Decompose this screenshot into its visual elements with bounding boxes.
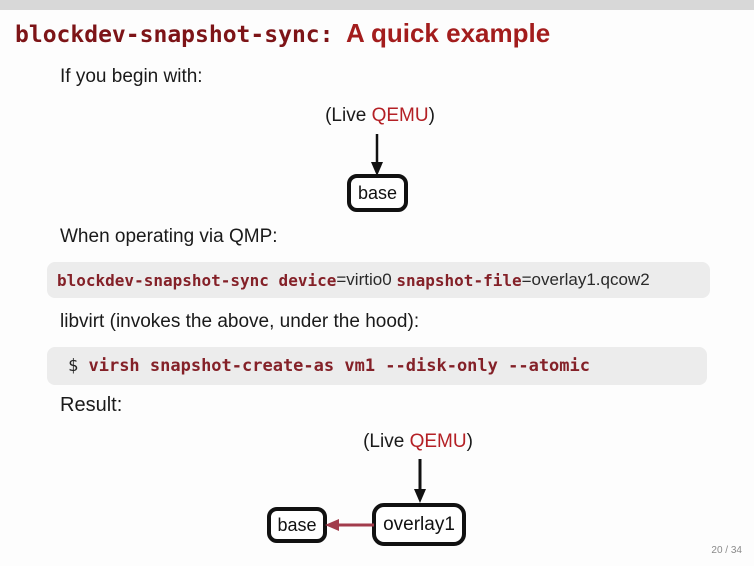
top-edge-strip bbox=[0, 0, 754, 10]
qemu-text: QEMU bbox=[371, 105, 429, 126]
diagram2-overlay1-node: overlay1 bbox=[372, 503, 466, 546]
code1-equals-2: = bbox=[521, 270, 532, 289]
title-command-part: blockdev-snapshot-sync: bbox=[15, 22, 334, 48]
page-number: 20 / 34 bbox=[711, 545, 742, 556]
code1-value-2: overlay1.qcow2 bbox=[531, 270, 650, 289]
base-node-label: base bbox=[357, 182, 398, 203]
arrow-down-icon bbox=[414, 459, 426, 503]
code1-equals-1: = bbox=[336, 270, 347, 289]
diagram2-live-qemu-label: (Live QEMU) bbox=[318, 431, 518, 453]
overlay1-node-label: overlay1 bbox=[383, 513, 455, 535]
virsh-code-block: $ virsh snapshot-create-as vm1 --disk-on… bbox=[47, 347, 707, 385]
live-suffix: ) bbox=[466, 431, 473, 452]
code1-keyword-1: blockdev-snapshot-sync device bbox=[57, 270, 337, 290]
qmp-code-block: blockdev-snapshot-sync device=virtio0 sn… bbox=[47, 262, 710, 298]
live-prefix: (Live bbox=[325, 105, 372, 126]
code1-keyword-2: snapshot-file bbox=[396, 270, 522, 290]
intro-text: If you begin with: bbox=[60, 66, 203, 87]
base-node-label: base bbox=[277, 514, 317, 535]
title-text-part: A quick example bbox=[345, 18, 551, 48]
qemu-text: QEMU bbox=[409, 431, 467, 452]
qmp-label: When operating via QMP: bbox=[60, 226, 278, 247]
live-suffix: ) bbox=[428, 105, 435, 126]
diagram2-base-node: base bbox=[267, 507, 327, 543]
result-label: Result: bbox=[60, 394, 123, 416]
diagram1-base-node: base bbox=[347, 174, 408, 212]
libvirt-label: libvirt (invokes the above, under the ho… bbox=[60, 311, 420, 332]
shell-prompt: $ bbox=[68, 356, 89, 376]
arrow-left-icon bbox=[325, 519, 374, 531]
live-prefix: (Live bbox=[363, 431, 410, 452]
page-title: blockdev-snapshot-sync: A quick example bbox=[15, 18, 550, 49]
diagram1-live-qemu-label: (Live QEMU) bbox=[280, 105, 480, 127]
arrow-down-icon bbox=[371, 134, 383, 176]
virsh-command: virsh snapshot-create-as vm1 --disk-only… bbox=[88, 356, 590, 376]
code1-value-1: virtio0 bbox=[346, 270, 397, 289]
